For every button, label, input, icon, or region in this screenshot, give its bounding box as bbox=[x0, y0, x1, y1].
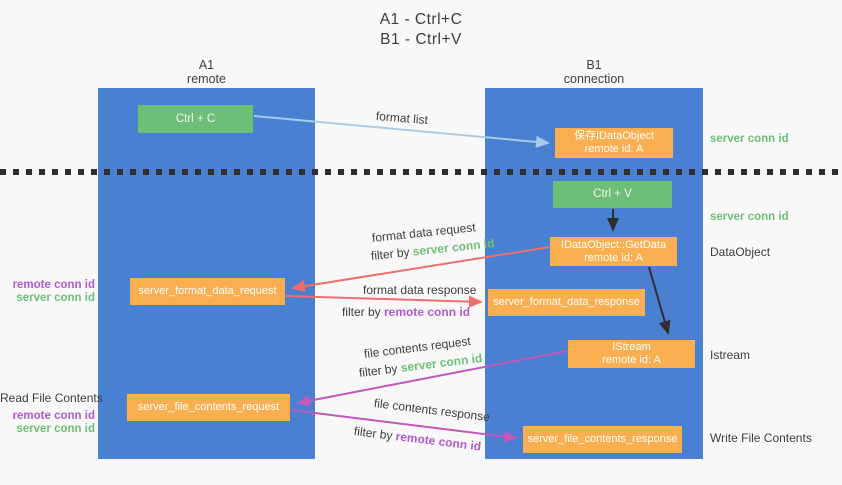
format-response-box: server_format_data_response bbox=[488, 289, 645, 316]
left-column-subtitle: remote bbox=[187, 72, 226, 86]
right-column-header: B1 connection bbox=[485, 58, 703, 86]
ctrl-v-box: Ctrl + V bbox=[553, 181, 672, 208]
left-column-header: A1 remote bbox=[98, 58, 315, 86]
save-dataobject-box: 保存IDataObject remote id: A bbox=[555, 128, 673, 158]
right-server-conn-id-mid-label: server conn id bbox=[710, 211, 789, 223]
remote-conn-id-text: remote conn id bbox=[384, 305, 471, 319]
filter-by-text: filter by bbox=[358, 360, 402, 380]
dataobject-label: DataObject bbox=[710, 245, 771, 259]
ctrl-c-box: Ctrl + C bbox=[138, 105, 253, 133]
format-list-label: format list bbox=[375, 109, 429, 128]
write-file-contents-label: Write File Contents bbox=[710, 431, 812, 445]
left-remote-conn-id-bottom-label: remote conn id bbox=[12, 410, 95, 422]
left-server-conn-id-top-label: server conn id bbox=[16, 292, 95, 304]
file-contents-response-label: file contents response bbox=[373, 396, 491, 425]
diagram-title: A1 - Ctrl+C B1 - Ctrl+V bbox=[0, 10, 842, 50]
filter-by-text: filter by bbox=[353, 424, 397, 444]
dashed-divider bbox=[0, 169, 842, 175]
file-contents-response-filter-label: filter by remote conn id bbox=[353, 424, 482, 453]
istream-box: IStream remote id: A bbox=[568, 340, 695, 368]
left-column-title: A1 bbox=[198, 58, 215, 72]
left-remote-conn-id-top-label: remote conn id bbox=[12, 279, 95, 291]
getdata-box: IDataObject::GetData remote id: A bbox=[550, 237, 677, 266]
filter-by-text: filter by bbox=[342, 305, 385, 319]
title-line-1: A1 - Ctrl+C bbox=[379, 11, 463, 28]
format-data-response-label: format data response bbox=[363, 283, 477, 297]
title-line-2: B1 - Ctrl+V bbox=[380, 31, 462, 48]
filter-by-text: filter by bbox=[370, 244, 414, 263]
format-request-box: server_format_data_request bbox=[130, 278, 285, 305]
right-column-subtitle: connection bbox=[563, 72, 625, 86]
file-response-box: server_file_contents_response bbox=[523, 426, 682, 453]
right-server-conn-id-top-label: server conn id bbox=[710, 133, 789, 145]
right-column-title: B1 bbox=[586, 58, 602, 72]
istream-label: Istream bbox=[710, 348, 751, 362]
format-data-response-filter-label: filter by remote conn id bbox=[342, 305, 470, 319]
file-request-box: server_file_contents_request bbox=[127, 394, 290, 421]
remote-conn-id-text: remote conn id bbox=[394, 429, 482, 454]
read-file-contents-label: Read File Contents bbox=[0, 391, 103, 405]
left-server-conn-id-bottom-label: server conn id bbox=[16, 423, 95, 435]
